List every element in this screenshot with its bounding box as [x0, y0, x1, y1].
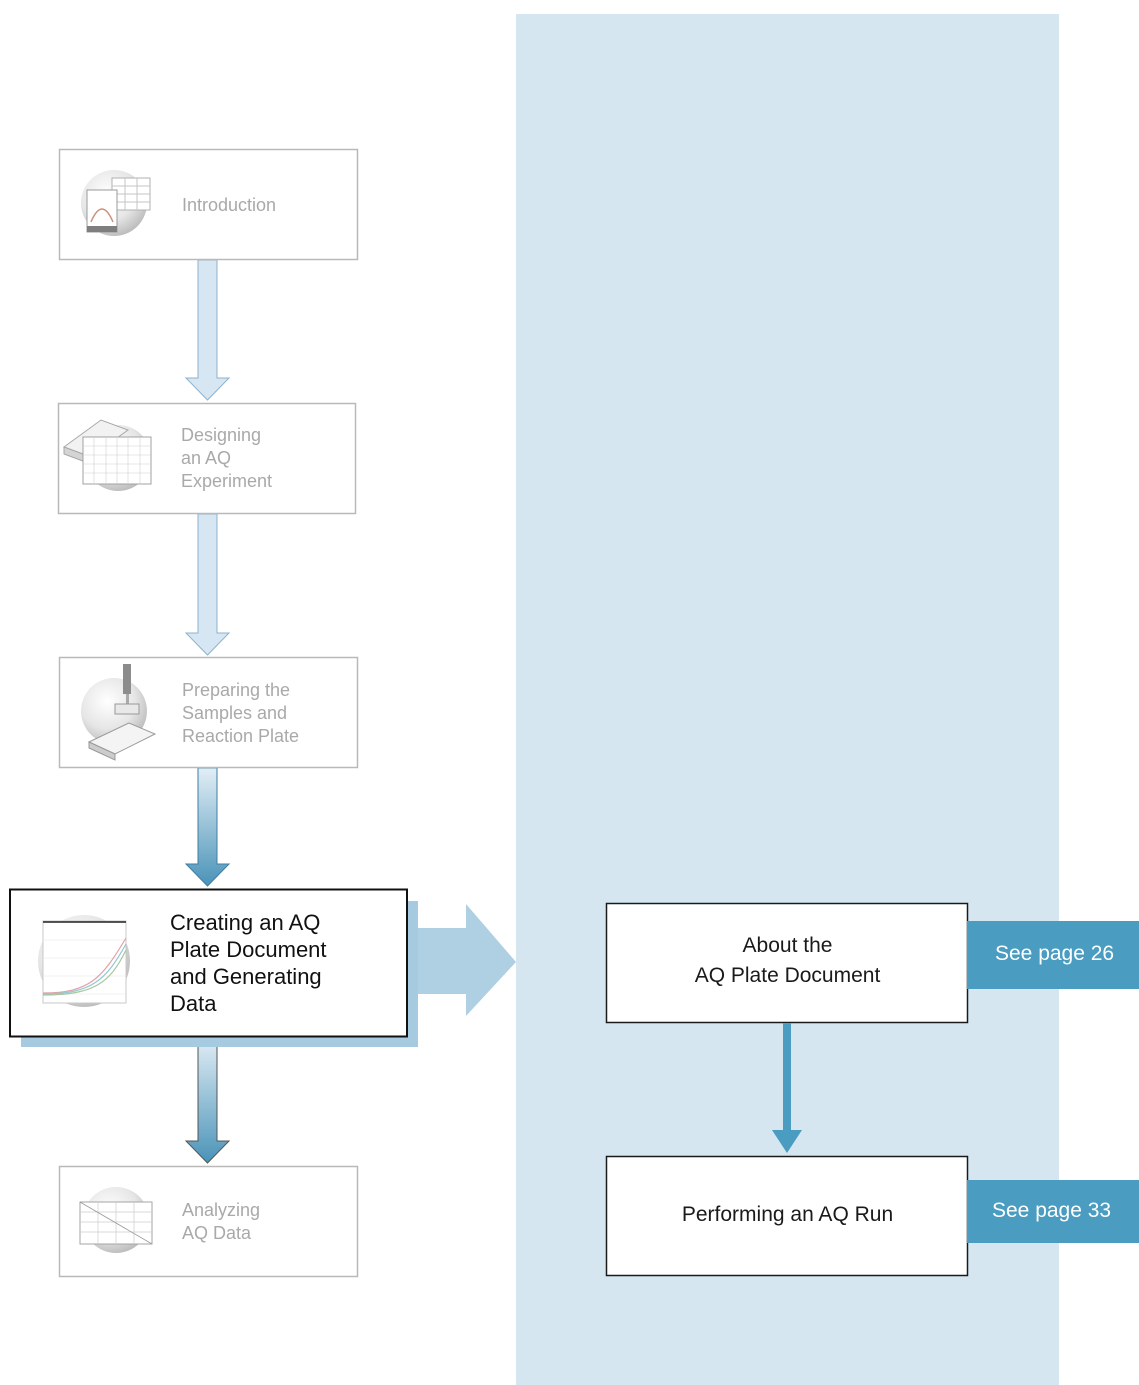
- amplification-plot-icon: [38, 915, 130, 1007]
- substep-label-performing: Performing an AQ Run: [607, 1200, 968, 1230]
- substep-box-about[interactable]: [605, 902, 969, 1024]
- step-label-line: Data: [170, 991, 217, 1016]
- pipette-plate-icon: [81, 664, 157, 761]
- results-table-icon: [79, 1187, 153, 1253]
- step-label-line: Reaction Plate: [182, 726, 300, 746]
- arrow-preparing-to-creating: [184, 767, 231, 887]
- step-label-line: Preparing the: [182, 680, 291, 700]
- step-label-line: Samples and: [182, 703, 288, 723]
- arrow-about-to-performing: [772, 1023, 802, 1153]
- substep-label-about: About the AQ Plate Document: [607, 931, 968, 991]
- step-label-line: Introduction: [182, 195, 277, 215]
- substep-label-line: AQ Plate Document: [694, 964, 881, 987]
- step-label-line: Designing: [181, 425, 262, 445]
- step-label-analyzing: Analyzing AQ Data: [182, 1199, 260, 1245]
- step-label-designing: Designing an AQ Experiment: [181, 424, 272, 493]
- step-box-designing[interactable]: [57, 402, 357, 515]
- arrow-intro-to-designing: [184, 259, 231, 401]
- step-label-introduction: Introduction: [182, 194, 276, 217]
- chart-window-icon: [81, 170, 151, 236]
- step-label-line: Analyzing: [182, 1200, 261, 1220]
- step-label-line: Plate Document: [170, 937, 327, 962]
- plate-layout-icon: [62, 419, 152, 491]
- step-label-line: Experiment: [181, 471, 273, 491]
- badge-label-33: See page 33: [992, 1199, 1112, 1222]
- arrow-creating-to-analyzing: [184, 1036, 231, 1164]
- substep-label-line: Performing an AQ Run: [681, 1203, 894, 1226]
- step-label-line: Creating an AQ: [170, 910, 321, 935]
- step-label-preparing: Preparing the Samples and Reaction Plate: [182, 679, 299, 748]
- badge-label-26: See page 26: [995, 942, 1115, 965]
- step-label-line: AQ Data: [182, 1223, 252, 1243]
- badge-see-page-26[interactable]: [967, 921, 1139, 989]
- step-label-creating: Creating an AQ Plate Document and Genera…: [170, 909, 327, 1017]
- substep-label-line: About the: [742, 934, 833, 957]
- step-label-line: an AQ: [181, 448, 232, 468]
- arrow-designing-to-preparing: [184, 513, 231, 656]
- badge-see-page-33[interactable]: [967, 1180, 1139, 1243]
- step-label-line: and Generating: [170, 964, 322, 989]
- expand-arrow: [408, 904, 516, 1016]
